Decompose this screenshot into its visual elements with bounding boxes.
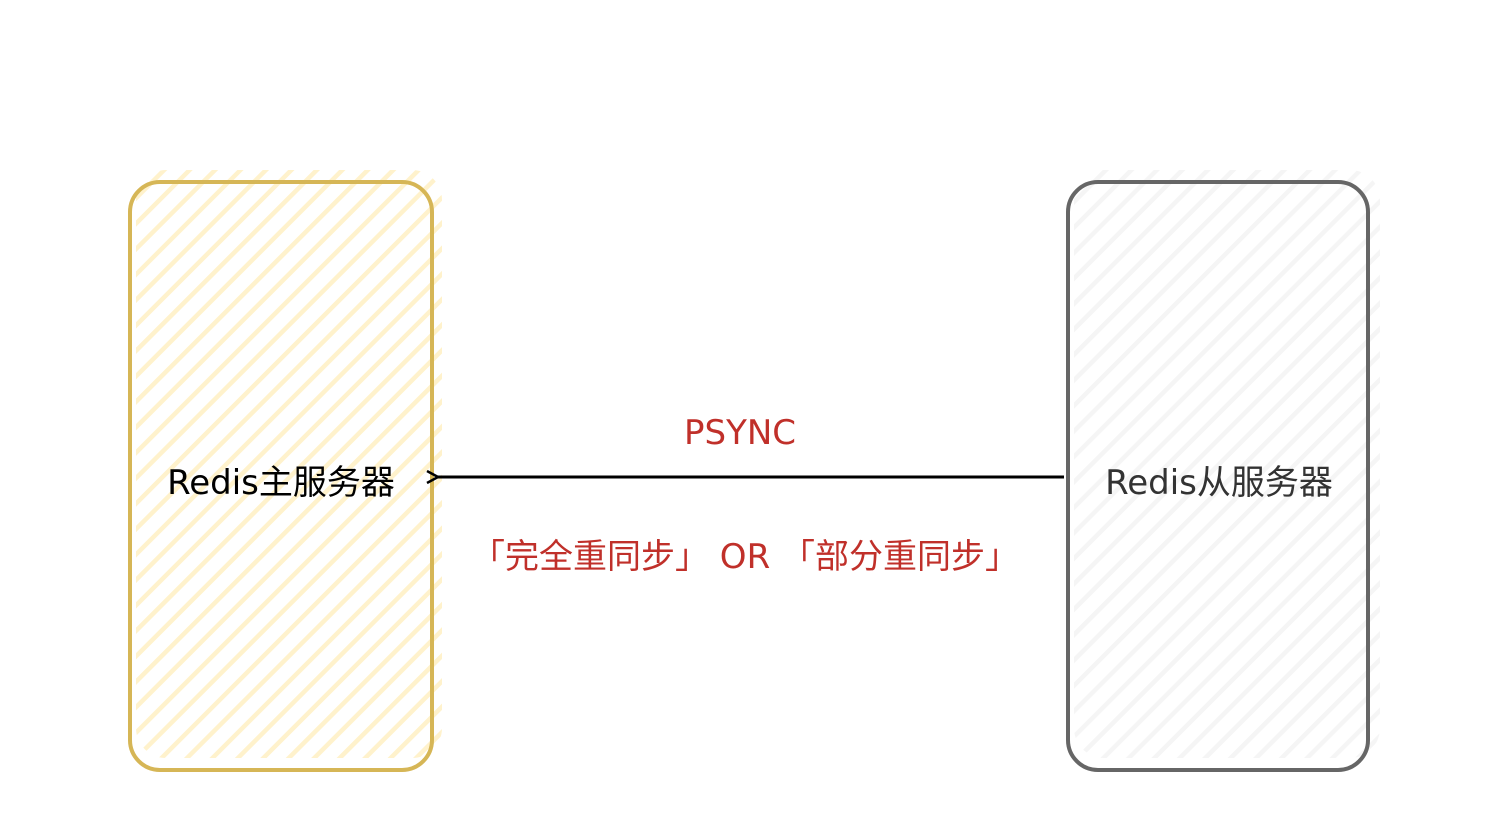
edge-label-top: PSYNC	[684, 413, 796, 453]
slave-node-border	[1066, 180, 1370, 772]
master-node-label: Redis主服务器	[167, 463, 395, 503]
slave-node[interactable]: Redis从服务器	[1066, 170, 1380, 772]
edge-label-bottom: 「完全重同步」 OR 「部分重同步」	[471, 537, 1019, 577]
master-node-hatch	[136, 170, 442, 758]
psync-edge[interactable]: PSYNC 「完全重同步」 OR 「部分重同步」	[438, 413, 1064, 577]
master-node[interactable]: Redis主服务器	[128, 170, 442, 772]
slave-node-hatch	[1074, 170, 1380, 758]
slave-node-label: Redis从服务器	[1105, 463, 1333, 503]
